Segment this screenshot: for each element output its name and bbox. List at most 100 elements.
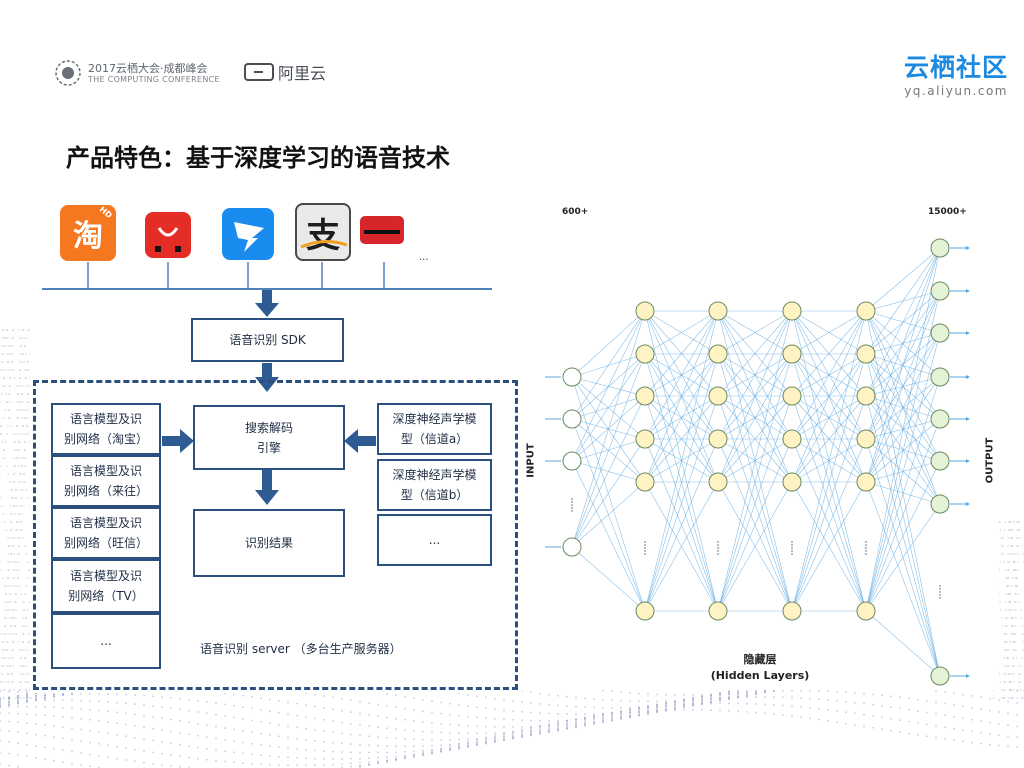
tmall-box-app-icon xyxy=(360,216,404,244)
recognition-result-box: 识别结果 xyxy=(193,509,345,577)
language-model-line2: 别网络（淘宝） xyxy=(63,432,148,446)
nn-edge xyxy=(791,353,867,483)
hidden-node xyxy=(635,301,655,321)
nn-edge xyxy=(865,481,941,677)
aliyun-logo-text: 阿里云 xyxy=(278,64,327,83)
nn-edge xyxy=(865,332,941,612)
conference-subtitle: THE COMPUTING CONFERENCE xyxy=(88,75,220,84)
nn-edge xyxy=(571,481,646,548)
acoustic-model-line2: 型（信道a） xyxy=(400,432,469,446)
neural-network-panel xyxy=(523,198,999,690)
nn-edge xyxy=(865,376,941,612)
nn-edge xyxy=(791,310,867,483)
slide-title: 产品特色：基于深度学习的语音技术 xyxy=(66,144,450,172)
nn-edge xyxy=(865,290,941,612)
output-node xyxy=(930,238,950,258)
nn-edge xyxy=(791,438,867,612)
nn-edge xyxy=(717,353,793,483)
alipay-swoosh-icon xyxy=(300,240,348,249)
nn-ellipsis-dot xyxy=(791,547,793,549)
nn-edge xyxy=(644,395,719,483)
nn-edge xyxy=(865,290,941,483)
language-model-more-label: ... xyxy=(100,634,112,648)
decoder-label-line2: 引擎 xyxy=(256,440,281,455)
nn-edge xyxy=(791,310,867,440)
hidden-node xyxy=(782,386,802,406)
nn-edge xyxy=(644,395,719,612)
nn-ellipsis-dot xyxy=(644,541,646,543)
hidden-node xyxy=(708,472,728,492)
output-arrowhead xyxy=(966,289,970,293)
nn-edge xyxy=(791,395,867,483)
nn-edge xyxy=(717,353,793,612)
language-model-more-box: ... xyxy=(51,613,161,669)
tmall-app-icon xyxy=(145,212,191,258)
nn-edge xyxy=(571,310,646,462)
language-model-box: 语言模型及识 别网络（淘宝） xyxy=(51,403,161,455)
nn-edge xyxy=(644,353,719,483)
nn-edge xyxy=(644,310,719,355)
output-node xyxy=(930,323,950,343)
nn-edge xyxy=(717,395,793,612)
nn-ellipsis-dot xyxy=(571,504,573,506)
acoustic-model-box: 深度神经声学模 型（信道b） xyxy=(377,459,492,511)
language-model-box: 语言模型及识 别网络（来往） xyxy=(51,455,161,507)
speech-recognition-sdk-box: 语音识别 SDK xyxy=(191,318,344,362)
nn-edge xyxy=(644,310,719,483)
nn-edge xyxy=(865,418,941,612)
nn-ellipsis-dot xyxy=(717,547,719,549)
hidden-node xyxy=(782,601,802,621)
nn-ellipsis-dot xyxy=(939,594,941,596)
input-axis-label: INPUT xyxy=(525,443,537,478)
nn-edge xyxy=(571,546,646,612)
output-node xyxy=(930,281,950,301)
nn-ellipsis-dot xyxy=(571,507,573,509)
hidden-node xyxy=(856,386,876,406)
nn-ellipsis-dot xyxy=(865,544,867,546)
language-model-line1: 语言模型及识 xyxy=(69,412,142,426)
output-axis-label: OUTPUT xyxy=(984,437,996,484)
apps-more-ellipsis: ... xyxy=(419,252,429,263)
nn-ellipsis-dot xyxy=(865,541,867,543)
server-dashed-boundary xyxy=(33,380,518,690)
nn-edge xyxy=(791,395,867,612)
language-model-line2: 别网络（旺信） xyxy=(63,536,148,550)
nn-edge xyxy=(571,353,646,548)
input-node xyxy=(562,451,582,471)
nn-edge xyxy=(571,310,646,548)
nn-edge xyxy=(791,353,867,612)
hidden-node xyxy=(635,344,655,364)
output-arrowhead xyxy=(966,502,970,506)
nn-ellipsis-dot xyxy=(644,544,646,546)
nn-ellipsis-dot xyxy=(865,553,867,555)
yunqi-brand-title: 云栖社区 xyxy=(903,53,1008,82)
acoustic-model-line1: 深度神经声学模 xyxy=(392,412,477,426)
output-arrowhead xyxy=(966,674,970,678)
nn-edge xyxy=(571,438,646,548)
nn-edge xyxy=(717,395,793,483)
nn-ellipsis-dot xyxy=(939,591,941,593)
nn-edge xyxy=(791,310,867,612)
nn-edge xyxy=(865,247,941,612)
output-node xyxy=(930,409,950,429)
nn-ellipsis-dot xyxy=(791,553,793,555)
hidden-node xyxy=(635,601,655,621)
hidden-node xyxy=(782,429,802,449)
conference-logo: 2017云栖大会·成都峰会 THE COMPUTING CONFERENCE xyxy=(54,58,220,88)
nn-edge xyxy=(865,460,941,612)
taobao-icon-glyph: 淘 xyxy=(73,219,103,254)
conference-title: 2017云栖大会·成都峰会 xyxy=(88,62,208,75)
nn-edge xyxy=(865,332,941,483)
nn-edge xyxy=(717,310,793,440)
nn-ellipsis-dot xyxy=(644,547,646,549)
tv-box-icon xyxy=(364,230,400,234)
nn-edge xyxy=(571,310,646,420)
nn-edge xyxy=(865,247,941,312)
nn-edge xyxy=(865,247,941,440)
nn-edge xyxy=(571,395,646,548)
dingtalk-wing-icon xyxy=(234,222,264,252)
nn-edge xyxy=(571,418,646,612)
nn-ellipsis-dot xyxy=(717,544,719,546)
hidden-node xyxy=(782,301,802,321)
